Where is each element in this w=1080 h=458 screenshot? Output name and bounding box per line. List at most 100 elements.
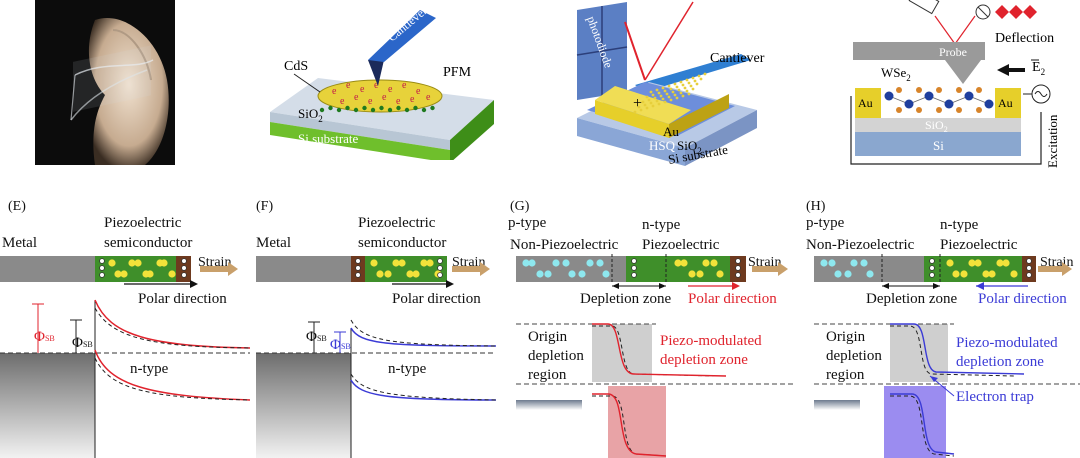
cds-label: CdS <box>284 59 308 74</box>
anchor-dot <box>336 107 342 113</box>
nanowire-dot <box>669 98 673 102</box>
nanowire-dot <box>699 77 703 81</box>
carrier-dot <box>710 259 718 267</box>
nanowire-dot <box>691 87 695 91</box>
anchor-dot <box>387 107 393 113</box>
carrier-dot <box>974 259 982 267</box>
se-atom <box>916 107 922 113</box>
carrier-dot <box>536 270 544 278</box>
metal-label-e: Metal <box>2 235 37 251</box>
nanowire-dot <box>645 106 649 110</box>
carrier-dot <box>844 270 852 278</box>
nanowire-dot <box>665 92 669 96</box>
nanowire-dot <box>691 76 695 80</box>
polar-charge-ring <box>735 258 741 264</box>
polar-charge-ring <box>355 272 361 278</box>
carrier-dot <box>384 270 392 278</box>
polar-charge-ring <box>181 265 187 271</box>
band-diagram-g <box>516 254 796 458</box>
origin-label-1-g: Origin <box>528 329 568 345</box>
carrier-dot <box>528 259 536 267</box>
nanowire-dot <box>661 86 665 90</box>
carrier-dot <box>866 270 874 278</box>
nanowire-dot <box>655 99 659 103</box>
phi-sb-label-2-e: ΦSB <box>72 335 93 351</box>
w-atom <box>944 99 954 109</box>
band-diagram-f <box>256 256 496 458</box>
carrier-dot <box>696 270 704 278</box>
carrier-dot <box>120 270 128 278</box>
carrier-dot <box>426 259 434 267</box>
electron-label: e <box>416 86 421 97</box>
metal-band-f <box>256 353 351 458</box>
strain-arrow-f <box>452 262 490 276</box>
polar-charge-ring <box>181 272 187 278</box>
electron-label: e <box>410 94 415 105</box>
carrier-dot <box>996 259 1004 267</box>
panel-tag-h: (H) <box>806 199 826 214</box>
anchor-dot <box>430 105 435 111</box>
hand-holding-film-image <box>70 18 169 165</box>
nanowire-dot <box>673 93 677 97</box>
carrier-dot <box>1002 259 1010 267</box>
si-label-d: Si <box>933 138 944 153</box>
carrier-dot <box>522 259 530 267</box>
sio2-label-d: SiO2 <box>925 118 948 134</box>
piezo-depletion-zone-h <box>884 386 946 458</box>
p-type-label-h: p-type <box>806 215 845 231</box>
sio2-label-c: SiO2 <box>677 138 702 156</box>
nanowire-dot <box>663 89 667 93</box>
se-atom <box>976 107 982 113</box>
anchor-dot <box>404 107 410 113</box>
electron-label: e <box>346 80 351 91</box>
polar-charge-ring <box>631 272 637 278</box>
polar-charge-ring <box>735 265 741 271</box>
carrier-dot <box>828 259 836 267</box>
gold-electrode <box>595 100 669 138</box>
polar-charge-ring <box>631 265 637 271</box>
carrier-dot <box>128 259 136 267</box>
strain-arrow-h <box>1038 262 1072 276</box>
n-type-label-e: n-type <box>130 361 169 377</box>
nanowire-dot <box>651 93 655 97</box>
nanowire-dot <box>647 98 651 102</box>
polar-charge-ring <box>929 258 935 264</box>
laser-source <box>908 0 940 15</box>
carrier-dot <box>370 259 378 267</box>
au-label-c: Au <box>663 124 679 139</box>
au-label-left: Au <box>858 96 873 110</box>
se-atom <box>916 87 922 93</box>
carrier-dot <box>860 259 868 267</box>
carrier-dot <box>376 270 384 278</box>
anchor-dot <box>362 105 367 111</box>
wse2-label: WSe2 <box>881 65 911 83</box>
nanowire-dot <box>687 81 691 85</box>
panel-tag-f: (F) <box>256 199 274 214</box>
carrier-dot <box>952 270 960 278</box>
polar-charge-ring <box>929 265 935 271</box>
se-atom <box>976 87 982 93</box>
n-type-label-h: n-type <box>940 217 979 233</box>
nanowire-dot <box>675 85 679 89</box>
origin-label-3-g: region <box>528 367 567 383</box>
nanowire-dot <box>637 105 641 109</box>
se-atom <box>896 87 902 93</box>
n-type-label-f: n-type <box>388 361 427 377</box>
nanowire-dot <box>655 88 659 92</box>
nanowire-dot <box>661 97 665 101</box>
polar-charge-ring <box>437 265 443 271</box>
carrier-dot <box>688 270 696 278</box>
carrier-dot <box>982 270 990 278</box>
carrier-dot <box>142 270 150 278</box>
polar-charge-ring <box>99 272 105 278</box>
polar-charge-ring <box>181 258 187 264</box>
electron-label: e <box>354 92 359 103</box>
polar-direction-label-f: Polar direction <box>392 291 481 307</box>
piezo-label-h: Piezoelectric <box>940 237 1018 253</box>
se-atom <box>956 107 962 113</box>
depletion-zone-label-h: Depletion zone <box>866 291 958 307</box>
electron-label: e <box>402 80 407 91</box>
nanowire-dot <box>657 102 661 106</box>
nanowire-dot <box>679 91 683 95</box>
